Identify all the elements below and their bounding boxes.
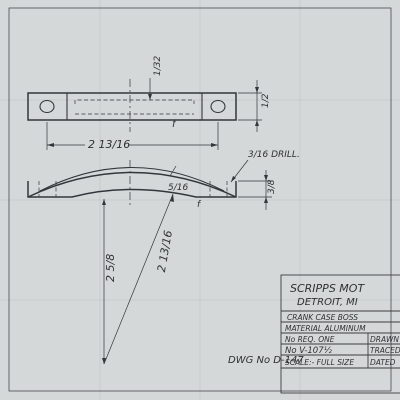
top-view	[27, 79, 237, 132]
top-thickness-label: 1/32	[153, 56, 163, 76]
height-left-label: 2 5/8	[104, 254, 117, 282]
title-block-frame	[280, 274, 400, 394]
top-view-outline	[27, 92, 237, 121]
title-material: MATERIAL ALUMINUM	[285, 324, 366, 333]
top-thickness-dimension: 1/32	[148, 56, 163, 100]
length-dimension: 2 13/16	[46, 122, 219, 151]
left-hole	[39, 99, 55, 114]
right-height-label: 1/2	[261, 93, 271, 108]
length-label: 2 13/16	[88, 138, 130, 151]
outer-arc	[27, 171, 237, 198]
finish-mark-lower: f	[197, 200, 202, 210]
title-scale: SCALE:- FULL SIZE	[285, 358, 354, 367]
arc-highlight	[39, 167, 225, 192]
front-view	[27, 160, 237, 205]
title-part-name: CRANK CASE BOSS	[287, 313, 358, 322]
right-hole	[210, 99, 226, 114]
title-no-req: No REQ. ONE	[285, 335, 335, 344]
radius-small-annotation: 5/16	[168, 165, 188, 193]
radius-small-label: 5/16	[168, 183, 188, 193]
right-small-dimension: 3/8	[238, 170, 277, 210]
right-height-dimension: 1/2	[238, 80, 271, 132]
front-view-base	[27, 181, 237, 198]
title-traced: TRACED	[370, 346, 400, 355]
title-city: DETROIT, MI	[297, 297, 358, 308]
dwg-number: DWG No D-147	[228, 355, 304, 366]
drill-annotation: 3/16 DRILL.	[230, 150, 300, 183]
hidden-pocket-top	[74, 99, 195, 104]
finish-mark-top: f	[172, 119, 177, 130]
title-part-no: No V-107½	[285, 346, 333, 356]
title-dated: DATED	[370, 358, 396, 367]
sheet-border	[8, 7, 392, 392]
title-block: SCRIPPS MOT DETROIT, MI CRANK CASE BOSS …	[280, 274, 400, 394]
right-small-label: 3/8	[267, 179, 277, 194]
drill-label: 3/16 DRILL.	[248, 150, 300, 160]
title-company: SCRIPPS MOT	[290, 282, 365, 295]
title-drawn: DRAWN	[370, 335, 399, 344]
height-left-dimension: 2 5/8	[102, 199, 117, 364]
